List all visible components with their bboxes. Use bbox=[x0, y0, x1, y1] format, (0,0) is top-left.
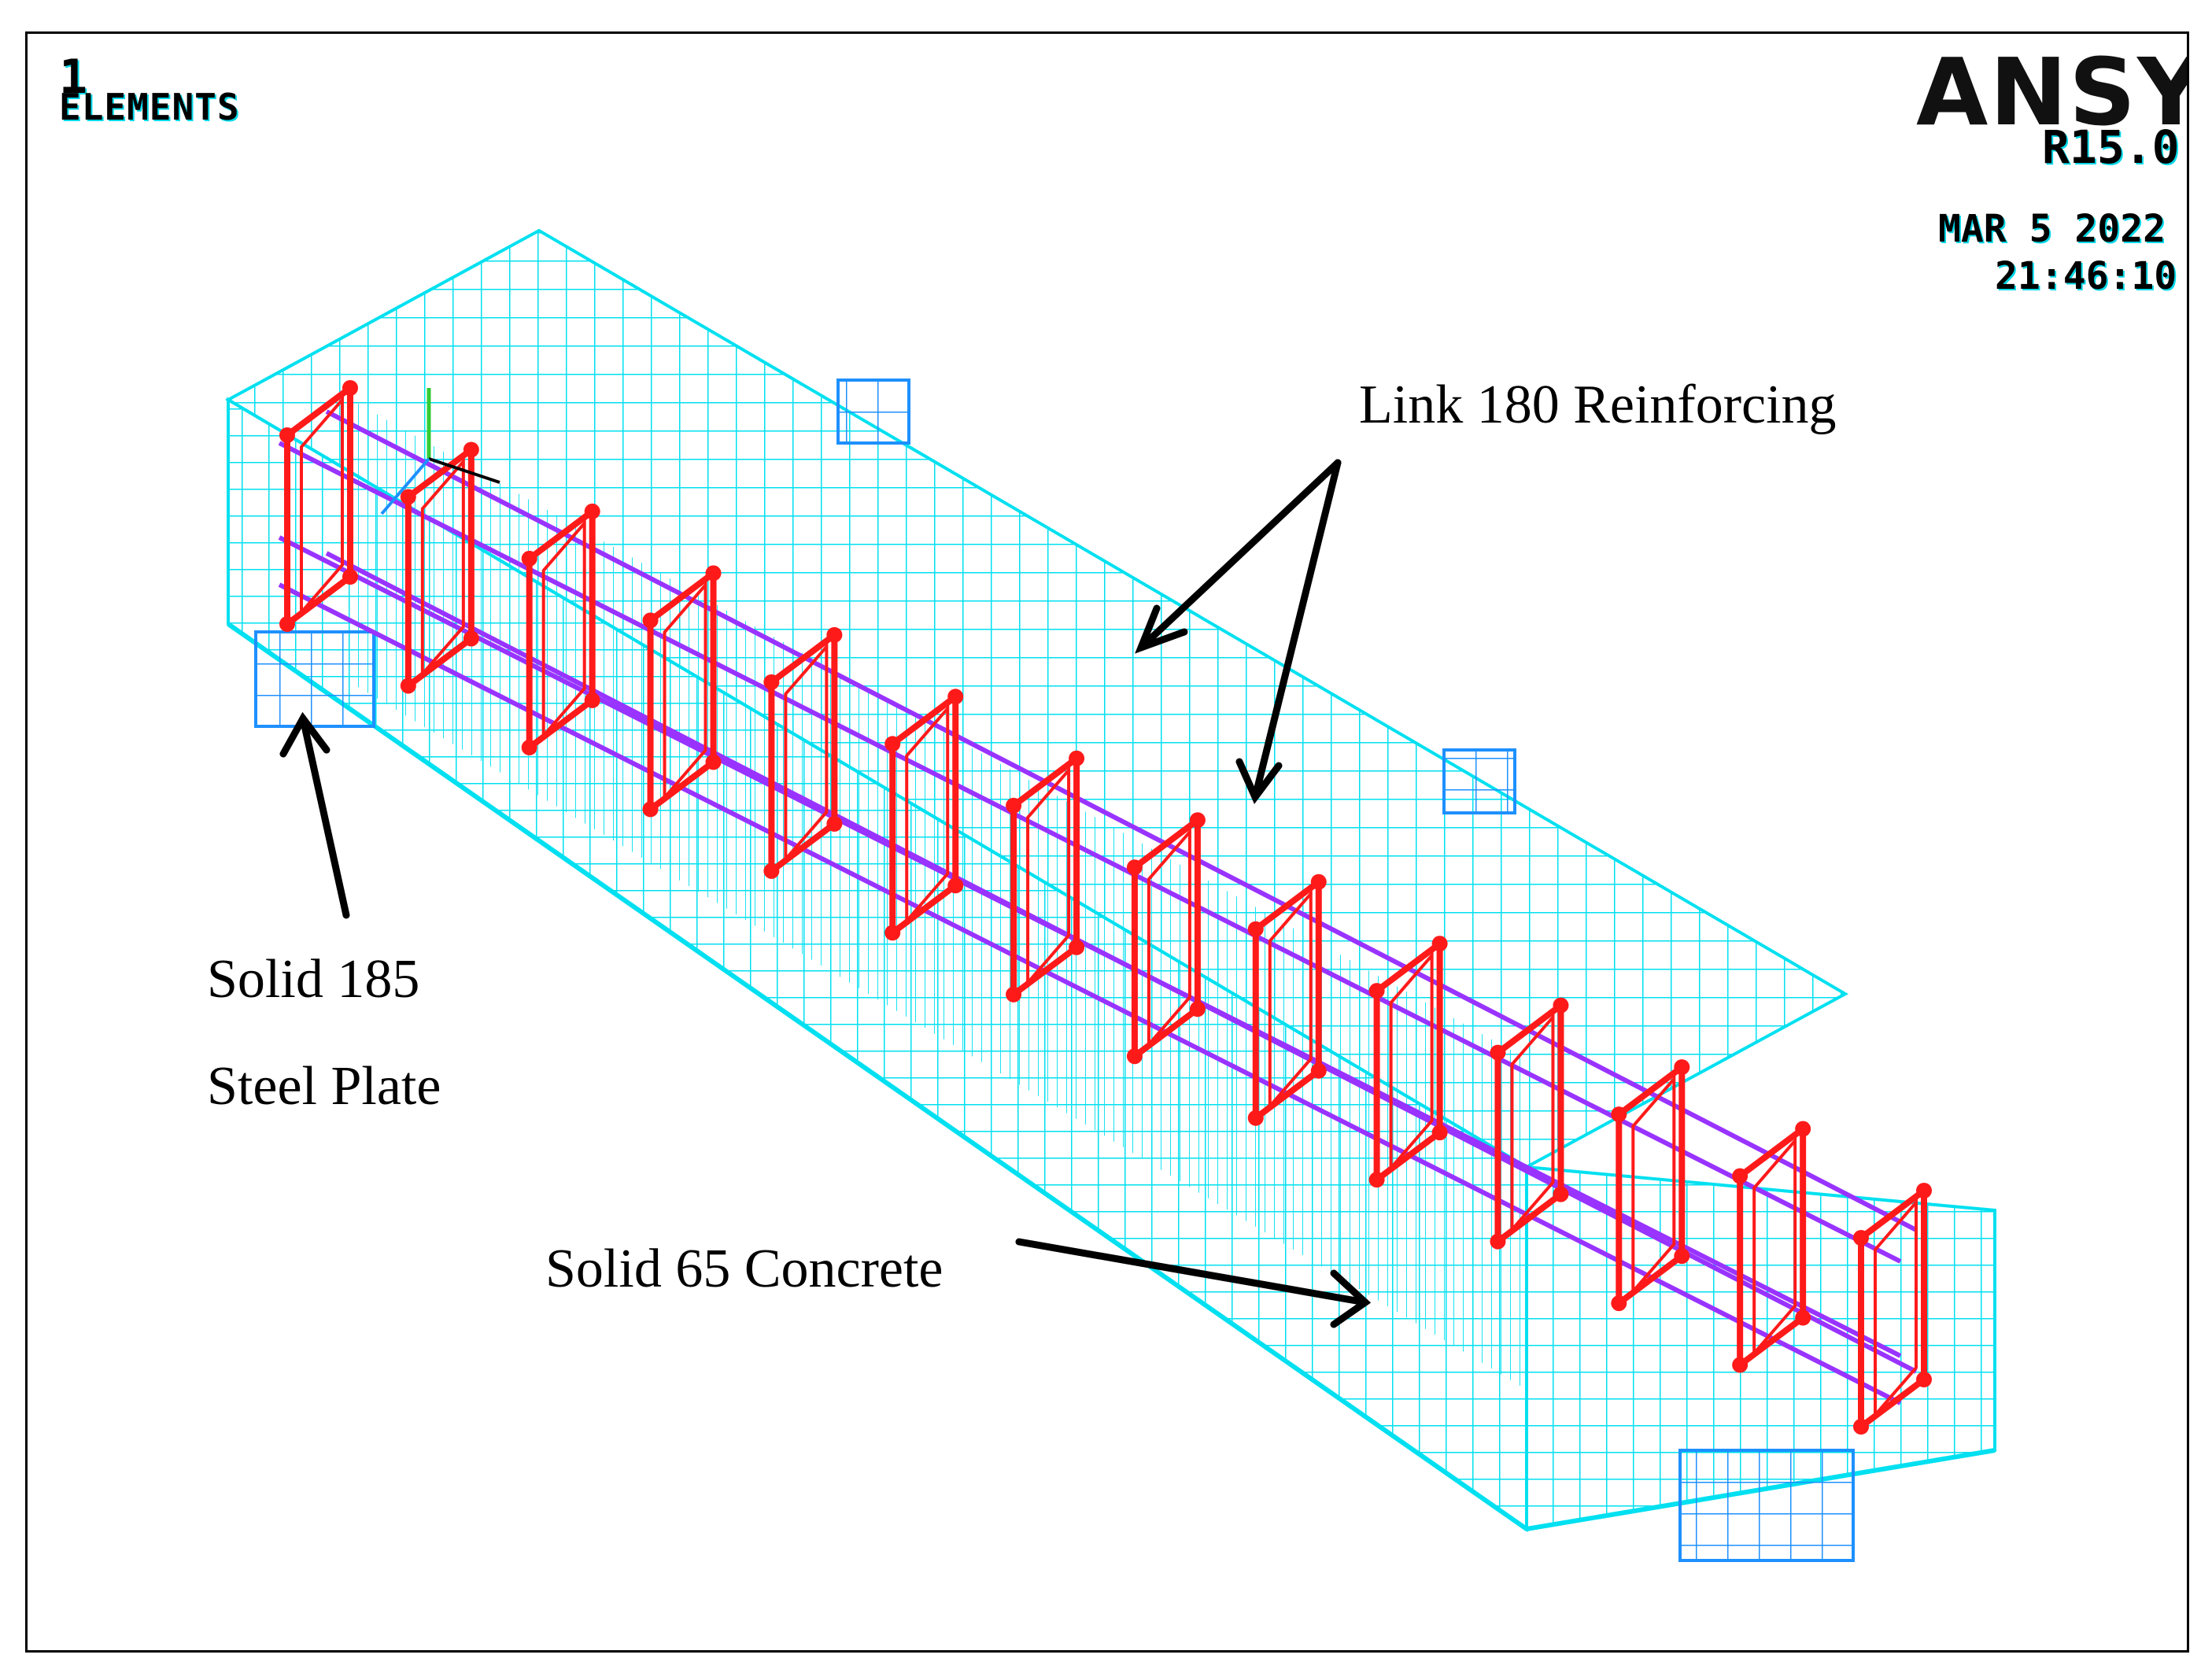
stirrup bbox=[1853, 1183, 1932, 1435]
stirrup bbox=[1368, 936, 1448, 1188]
plot-date: MAR 5 2022 bbox=[1938, 207, 2166, 251]
stirrups bbox=[279, 380, 1932, 1435]
stirrup bbox=[1006, 750, 1085, 1003]
long-bar-bottom-1 bbox=[278, 582, 1902, 1405]
diagram-frame: 1 ELEMENTS ANSYS R15.0 MAR 5 2022 21:46:… bbox=[25, 31, 2189, 1653]
stirrup bbox=[1126, 812, 1206, 1065]
arrow-link-1 bbox=[1137, 459, 1342, 652]
arrow-link-1-head bbox=[1135, 604, 1188, 654]
load-plate-2 bbox=[1442, 748, 1516, 814]
stirrup bbox=[884, 689, 964, 941]
arrow-link-2-head bbox=[1235, 758, 1283, 804]
plot-time: 21:46:10 bbox=[1995, 254, 2177, 298]
stirrup bbox=[1611, 1059, 1690, 1312]
arrow-solid185-head bbox=[279, 711, 331, 758]
callout-steel-plate: Steel Plate bbox=[207, 1056, 441, 1117]
fe-model-wireframe bbox=[224, 228, 1996, 1562]
load-plate-1 bbox=[836, 379, 910, 445]
stirrup bbox=[1732, 1121, 1811, 1373]
stirrup bbox=[763, 626, 843, 879]
stirrup bbox=[1247, 873, 1327, 1126]
arrow-solid65-head bbox=[1330, 1269, 1372, 1328]
window-label: ELEMENTS bbox=[59, 86, 240, 128]
support-plate-left bbox=[254, 630, 375, 728]
stirrup bbox=[1490, 997, 1569, 1250]
arrow-solid185 bbox=[299, 715, 350, 919]
stirrup bbox=[642, 565, 722, 818]
long-bar-top-1 bbox=[278, 441, 1902, 1264]
steel-plates bbox=[254, 379, 1855, 1562]
stirrup bbox=[279, 380, 358, 632]
arrow-solid65 bbox=[1015, 1238, 1369, 1306]
callout-link-180: Link 180 Reinforcing bbox=[1359, 375, 1837, 435]
stirrup bbox=[521, 503, 600, 755]
release-version: R15.0 bbox=[2042, 120, 2180, 174]
callout-arrows bbox=[279, 459, 1372, 1328]
callout-solid-65: Solid 65 Concrete bbox=[545, 1239, 944, 1299]
ansys-logo: ANSYS bbox=[1916, 38, 2187, 146]
window-number: 1 bbox=[59, 50, 88, 105]
callout-solid-185: Solid 185 bbox=[207, 949, 420, 1010]
arrow-link-2 bbox=[1251, 459, 1342, 801]
support-plate-right bbox=[1678, 1449, 1855, 1562]
coordinate-triad bbox=[380, 388, 500, 515]
